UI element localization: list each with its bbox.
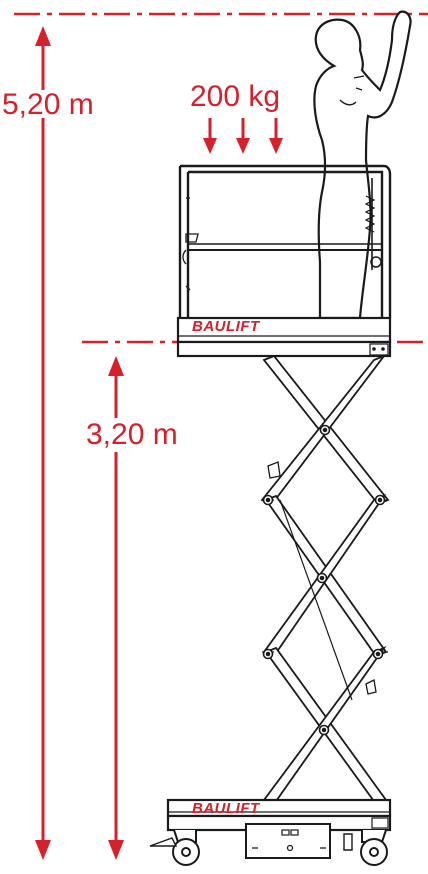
working-height-arrow	[35, 26, 51, 860]
platform-deck	[176, 316, 392, 358]
platform-height-label: 3,20 m	[86, 418, 178, 451]
wheels	[149, 829, 388, 866]
platform-brand-logo: BAULIFT	[192, 318, 260, 335]
platform-guardrail	[178, 164, 392, 318]
person-facial-details	[339, 75, 365, 106]
scissor-pivots	[262, 424, 386, 736]
chassis-base	[166, 798, 392, 832]
base-brand-logo: BAULIFT	[192, 800, 260, 817]
platform-load-label: 200 kg	[190, 80, 281, 113]
load-arrows	[203, 118, 283, 154]
working-height-label: 5,20 m	[2, 88, 94, 121]
control-box	[245, 823, 331, 859]
platform-height-arrow	[108, 356, 124, 860]
